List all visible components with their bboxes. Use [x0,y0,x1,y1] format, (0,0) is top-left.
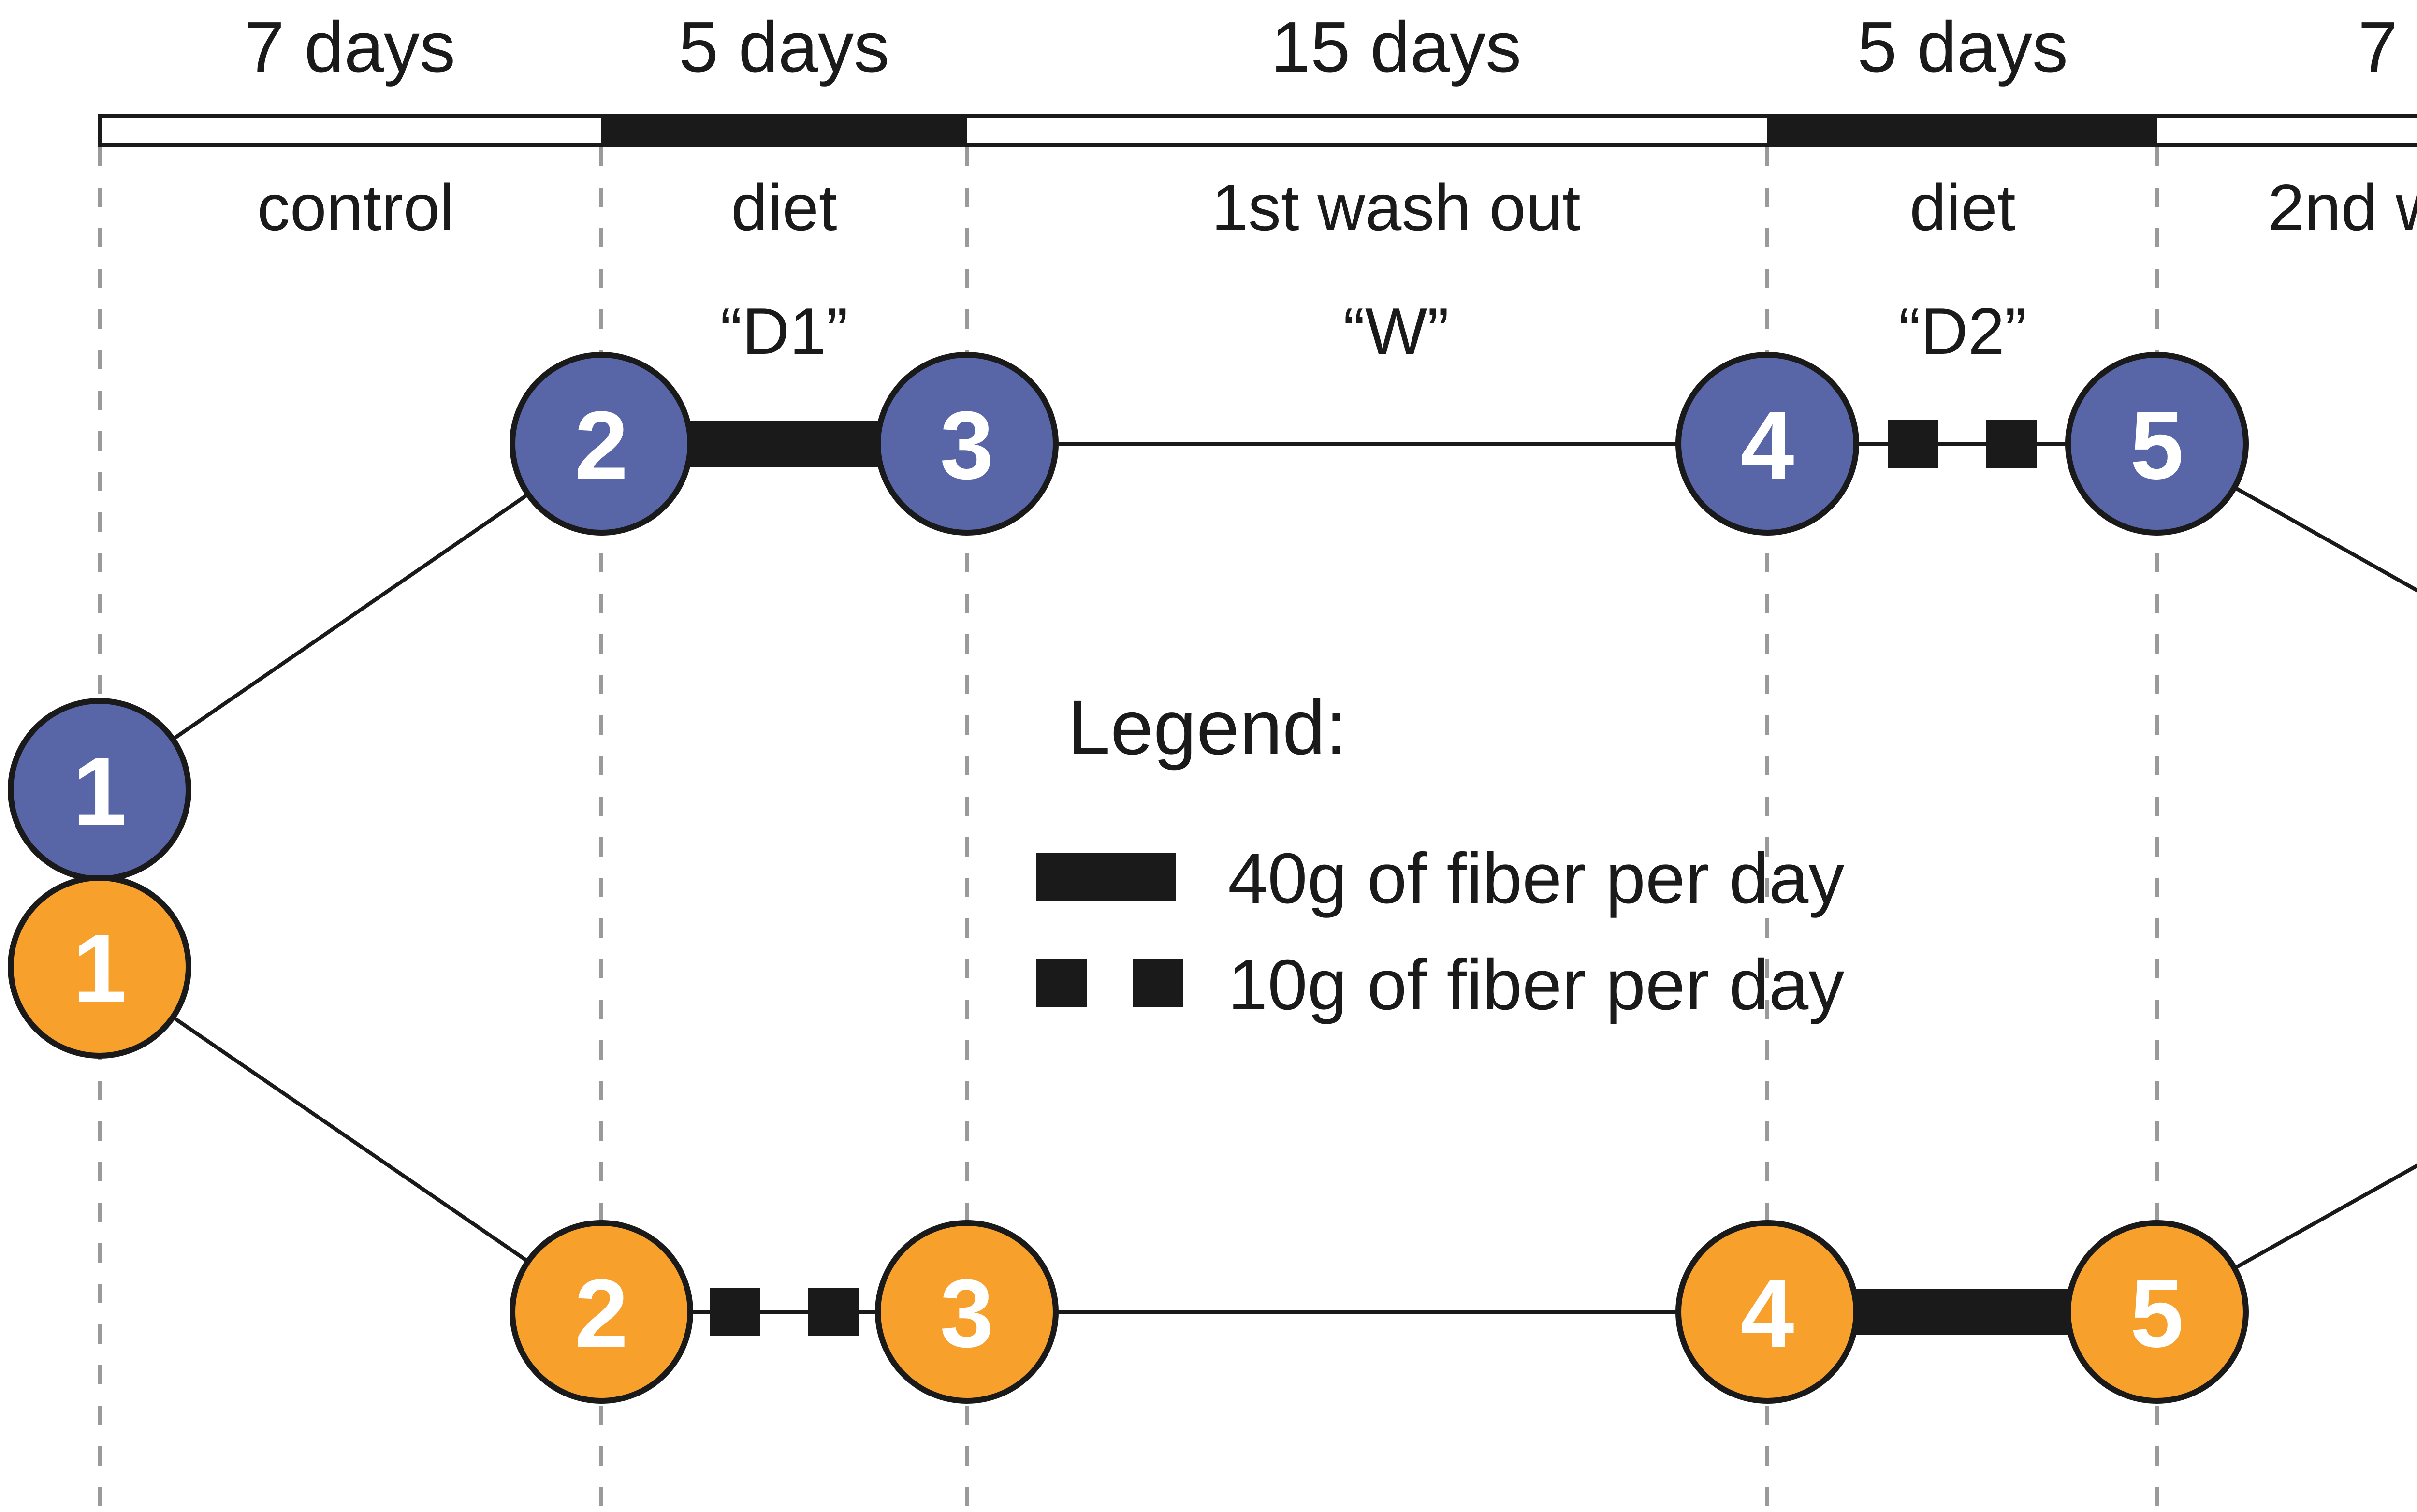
timeline-bar [98,114,2417,147]
phase-name-label: control [257,171,454,244]
node-number: 1 [73,915,126,1022]
diet1-phase-fill [601,114,967,147]
node-number: 4 [1740,392,1794,499]
connector-line [98,442,603,792]
phase-code-label: “W” [1343,294,1449,368]
arm-orange-node-4 [1675,1220,1859,1404]
legend-10g-label: 10g of fiber per day [1228,945,1844,1025]
legend-10g-swatch-square [1036,959,1087,1007]
phase-duration-label: 15 days [1271,7,1521,87]
arm-orange-node-2 [510,1220,693,1404]
phase-name-label: 2nd wash out [2268,171,2417,244]
arm-orange-connectors [98,965,2417,1336]
phase-duration-label: 5 days [679,7,889,87]
connector-10g-fiber-square [1986,420,2037,468]
connector-line [2156,1163,2417,1314]
legend-40g-swatch [1036,853,1176,901]
arm-blue-node-4 [1675,352,1859,536]
diet2-phase-fill [1767,114,2157,147]
arm-blue-node-2 [510,352,693,536]
node-number: 5 [2130,392,2184,499]
node-number: 2 [574,392,628,499]
phase-name-label: 1st wash out [1211,171,1581,244]
phase-duration-labels: 7 days 5 days 15 days 5 days 7 days [245,7,2417,87]
node-number: 1 [73,738,126,845]
phase-code-label: “D1” [720,294,848,368]
arm-orange-node-3 [875,1220,1059,1404]
arm-orange-nodes: 1 2 3 4 5 6 [8,875,2249,1404]
arm-blue-node-3 [875,352,1059,536]
node-number: 4 [1740,1260,1794,1367]
phase-duration-label: 7 days [245,7,455,87]
phase-name-labels: control diet 1st wash out diet 2nd wash … [257,171,2417,244]
node-number: 3 [940,392,993,499]
legend-40g-label: 40g of fiber per day [1228,839,1844,918]
arm-orange-node-1 [8,875,191,1059]
phase-name-label: diet [731,171,837,244]
legend: Legend: 40g of fiber per day 10g of fibe… [1036,684,1844,1025]
node-number: 5 [2130,1260,2184,1367]
connector-line [2156,442,2417,593]
arm-blue-nodes: 1 2 3 4 5 6 [8,352,2249,882]
phase-name-label: diet [1909,171,2015,244]
phase-code-labels: “D1” “W” “D2” [720,294,2026,368]
connector-10g-fiber-square [710,1288,760,1336]
legend-10g-swatch-square [1133,959,1183,1007]
legend-title: Legend: [1067,684,1347,771]
connector-line [98,965,603,1314]
phase-code-label: “D2” [1899,294,2026,368]
node-number: 3 [940,1260,993,1367]
arm-orange-node-5 [2065,1220,2249,1404]
phase-duration-label: 7 days [2358,7,2417,87]
connector-10g-fiber-square [808,1288,859,1336]
node-number: 2 [574,1260,628,1367]
phase-duration-label: 5 days [1857,7,2068,87]
arm-blue-node-5 [2065,352,2249,536]
connector-10g-fiber-square [1888,420,1938,468]
